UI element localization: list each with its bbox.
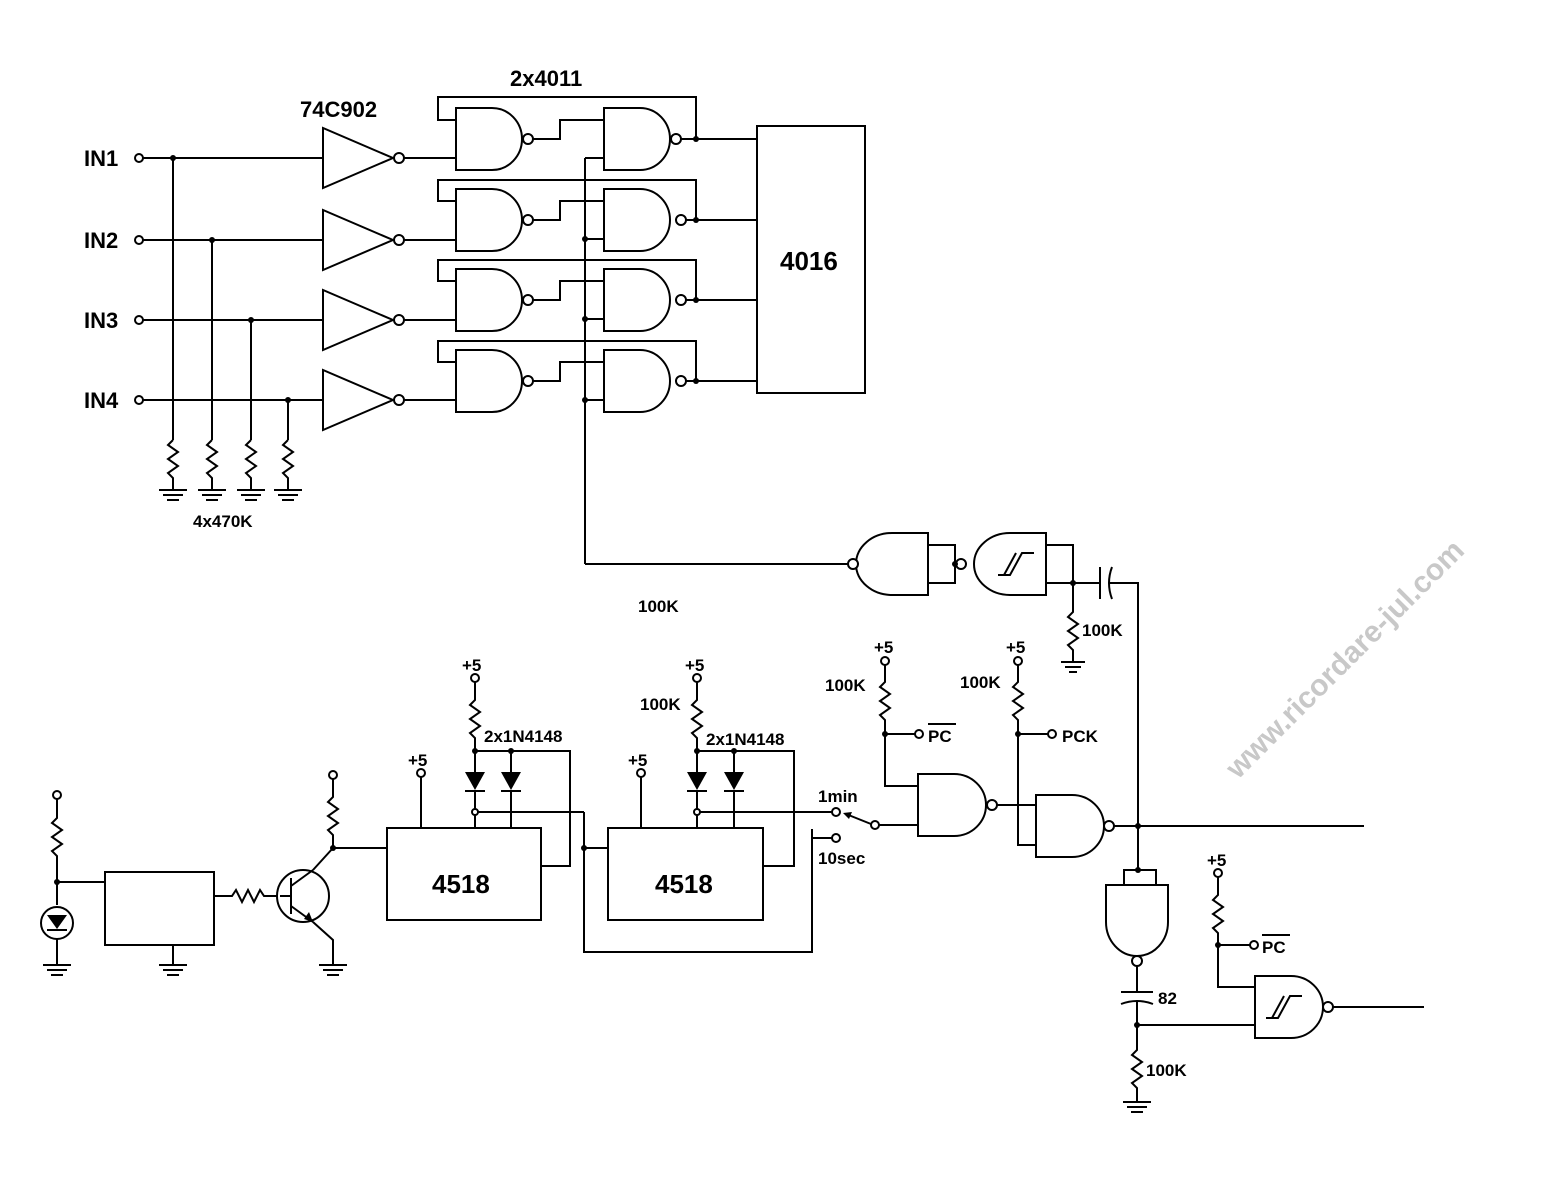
time-10sec-label: 10sec — [818, 849, 865, 868]
sensor-section — [40, 770, 387, 976]
pck-label: PCK — [1062, 727, 1099, 746]
diodes-a-label: 2x1N4148 — [484, 727, 562, 746]
plus-d: +5 — [685, 656, 704, 675]
r-counter-b-label: 100K — [640, 695, 681, 714]
pc-b-label: PC — [1262, 938, 1286, 957]
pc-logic — [878, 656, 1364, 873]
r-mid-label: 100K — [638, 597, 679, 616]
r-pc-label: 100K — [825, 676, 866, 695]
reset-chain — [847, 532, 1139, 826]
plus-a: +5 — [408, 751, 427, 770]
counter-b-label: 4518 — [655, 869, 713, 899]
cap-82-label: 82 — [1158, 989, 1177, 1008]
output-stage — [1105, 868, 1424, 1113]
r-bottom-label: 100K — [1146, 1061, 1187, 1080]
pc-a-label: PC — [928, 727, 952, 746]
input-label-3: IN3 — [84, 308, 118, 333]
input-label-2: IN2 — [84, 228, 118, 253]
pulldown-label: 4x470K — [193, 512, 253, 531]
switch-chip — [756, 125, 866, 394]
time-1min-label: 1min — [818, 787, 858, 806]
plus-c: +5 — [628, 751, 647, 770]
input-label-1: IN1 — [84, 146, 118, 171]
plus-g: +5 — [1207, 851, 1226, 870]
buffer-inverters — [322, 126, 456, 432]
input-label-4: IN4 — [84, 388, 119, 413]
counter-a-label: 4518 — [432, 869, 490, 899]
plus-b: +5 — [462, 656, 481, 675]
r-pck-label: 100K — [960, 673, 1001, 692]
plus-f: +5 — [1006, 638, 1025, 657]
nand-latches — [437, 96, 848, 565]
switch-chip-label: 4016 — [780, 246, 838, 276]
watermark: www.ricordare-jul.com — [1219, 534, 1471, 786]
plus-e: +5 — [874, 638, 893, 657]
counter-a — [386, 673, 813, 953]
time-switch — [812, 807, 918, 843]
r-cap-top-label: 100K — [1082, 621, 1123, 640]
diodes-b-label: 2x1N4148 — [706, 730, 784, 749]
buffer-chip-label: 74C902 — [300, 97, 377, 122]
input-lines — [134, 153, 323, 501]
nand-chip-label: 2x4011 — [510, 66, 582, 91]
counter-b — [607, 673, 832, 921]
